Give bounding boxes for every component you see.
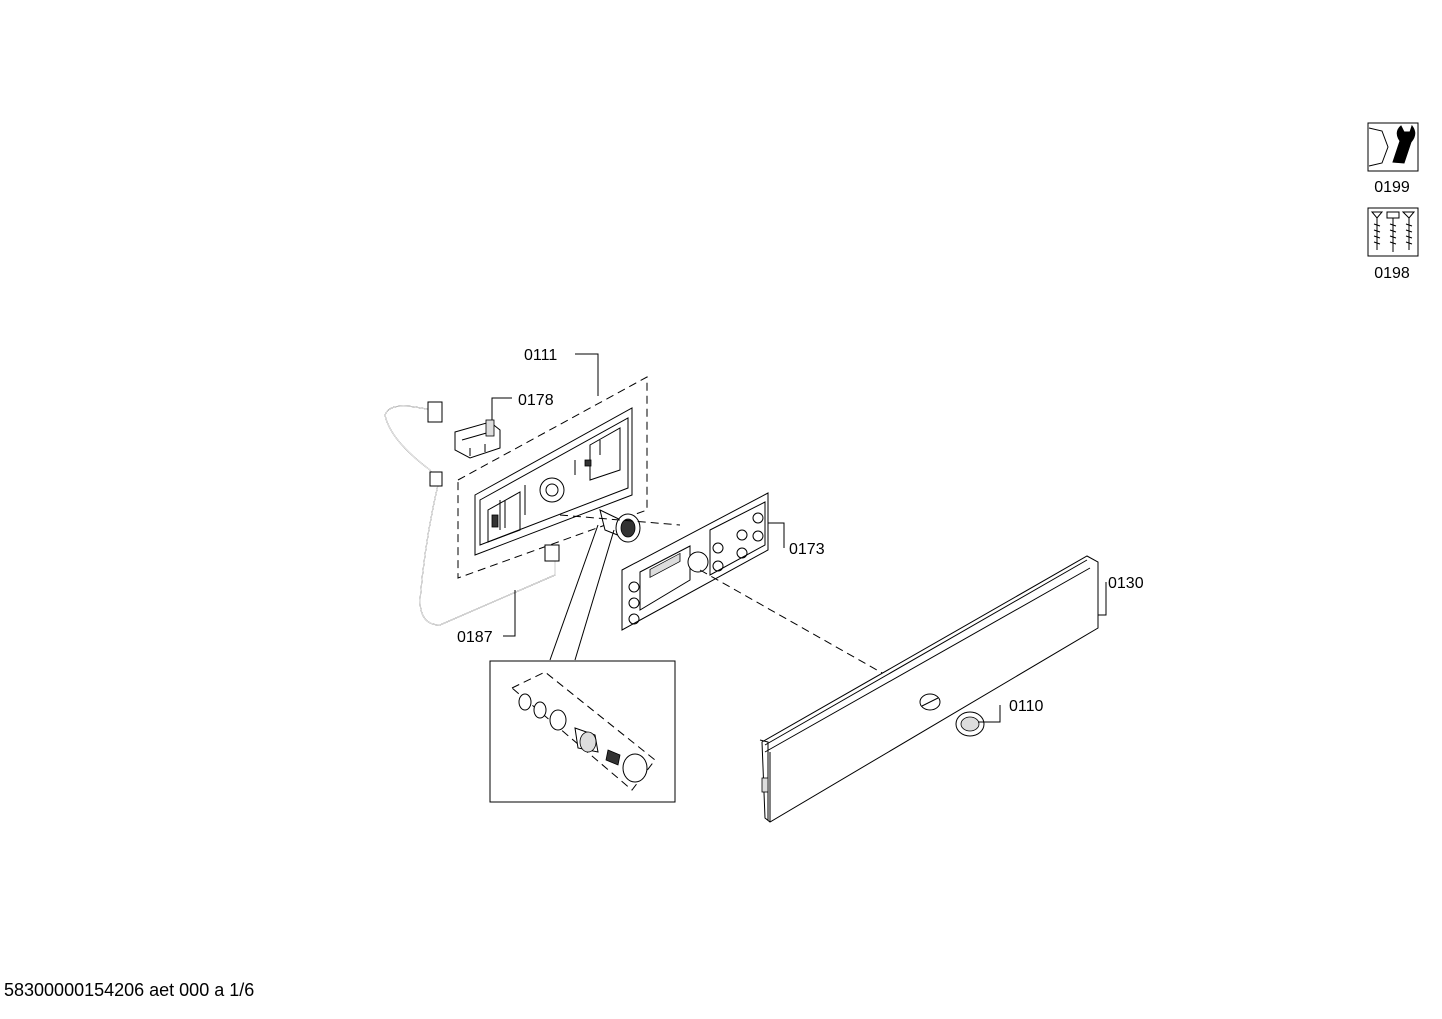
label-0130: 0130 [1108,575,1144,592]
control-module-outline [457,376,648,579]
label-0173: 0173 [789,541,825,558]
front-panel [759,555,1099,823]
screws-icon [1367,207,1419,257]
label-0111: 0111 [524,347,557,364]
label-0178: 0178 [518,392,554,409]
knob-detail-inset [489,660,676,803]
label-0110: 0110 [1009,698,1044,715]
label-0187: 0187 [457,629,493,646]
leader-lines [491,353,1107,723]
screw-set-label: 0198 [1374,265,1410,282]
wire-harness [384,401,560,626]
rotary-knob [599,509,641,543]
document-footer: 58300000154206 aet 000 a 1/6 [4,980,255,1000]
switch-part [454,419,501,459]
wrench-icon [1367,122,1419,172]
display-panel [621,492,769,631]
control-knob [955,711,985,737]
control-module [474,407,633,556]
wrench-tool-label: 0199 [1374,179,1410,196]
